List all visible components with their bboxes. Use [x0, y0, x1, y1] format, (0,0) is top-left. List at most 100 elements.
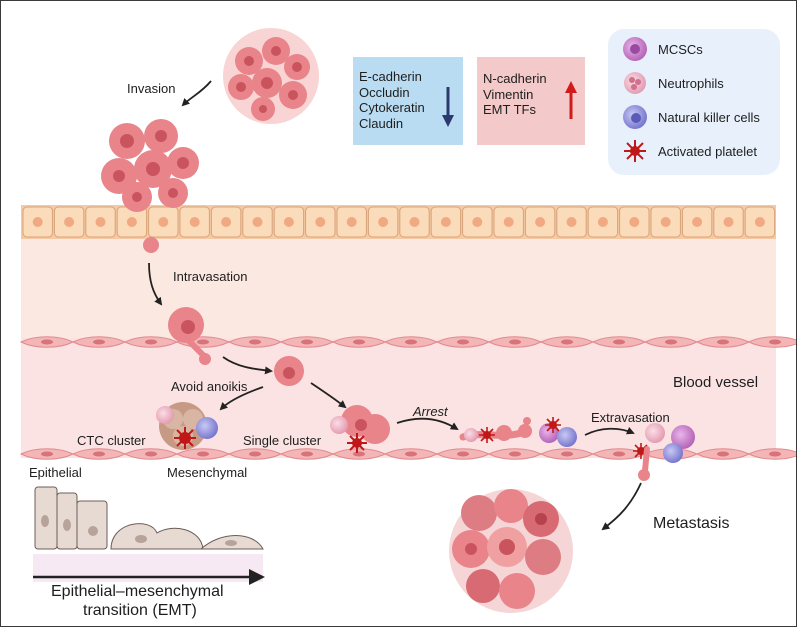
endothelial-nucleus	[353, 451, 365, 457]
invading-single-cell	[143, 237, 159, 253]
vessel-wall-bottom	[19, 448, 796, 460]
endothelial-nucleus	[561, 451, 573, 457]
neutrophil-icon	[156, 406, 174, 424]
epithelial-nucleus	[158, 217, 169, 227]
endothelial-nucleus	[717, 451, 729, 457]
blood-vessel-label: Blood vessel	[673, 374, 759, 391]
platelet-icon	[620, 137, 650, 165]
endothelial-nucleus	[769, 451, 781, 457]
endothelial-nucleus	[509, 339, 521, 345]
endothelial-nucleus	[717, 339, 729, 345]
invasion-label: Invasion	[127, 81, 176, 96]
emt-cell-transition	[34, 486, 264, 550]
up-arrow-icon	[565, 81, 577, 119]
endothelial-nucleus	[301, 339, 313, 345]
endothelial-nucleus	[301, 451, 313, 457]
nk-cell-icon	[620, 103, 650, 131]
epithelial-nucleus	[692, 217, 703, 227]
legend-label: Natural killer cells	[658, 109, 760, 125]
ctc-cluster	[156, 402, 218, 450]
primary-tumor-cluster	[223, 28, 319, 124]
down-marker: Claudin	[359, 115, 404, 131]
epithelial-nucleus	[440, 217, 451, 227]
epithelial-nucleus	[189, 217, 200, 227]
endothelial-nucleus	[457, 339, 469, 345]
single-cluster-label: Single cluster	[243, 433, 322, 448]
invading-cluster	[101, 119, 199, 212]
platelet-icon	[174, 427, 196, 449]
epithelial-nucleus	[503, 217, 514, 227]
epithelial-nucleus	[754, 217, 765, 227]
mesenchymal-label: Mesenchymal	[167, 465, 248, 480]
extravasation-label: Extravasation	[591, 410, 670, 425]
legend-label: Neutrophils	[658, 75, 724, 91]
emt-title-line1: Epithelial–mesenchymal	[51, 583, 224, 600]
legend-item-platelet: Activated platelet	[620, 137, 757, 165]
epithelial-nucleus	[221, 217, 232, 227]
epithelial-nucleus	[378, 217, 389, 227]
upregulated-markers-box: N-cadherin Vimentin EMT TFs	[477, 57, 585, 145]
endothelial-nucleus	[145, 339, 157, 345]
arrested-cells	[459, 417, 577, 447]
neutrophil-icon	[620, 69, 650, 97]
endothelial-nucleus	[769, 339, 781, 345]
epithelial-nucleus	[723, 217, 734, 227]
epithelial-nucleus	[315, 217, 326, 227]
upregulated-list: N-cadherin Vimentin EMT TFs	[483, 71, 547, 118]
endothelial-nucleus	[197, 339, 209, 345]
endothelial-nucleus	[405, 339, 417, 345]
up-marker: Vimentin	[483, 86, 534, 102]
nk-cell-icon	[196, 417, 218, 439]
arrest-label: Arrest	[413, 404, 448, 419]
down-marker: Cytokeratin	[359, 100, 425, 115]
epithelial-nucleus	[472, 217, 483, 227]
vessel-wall-top	[19, 336, 796, 348]
epithelial-nucleus	[566, 217, 577, 227]
epithelial-nucleus	[252, 217, 263, 227]
epithelial-nucleus	[32, 217, 43, 227]
intravasating-cell	[168, 307, 211, 365]
legend-item-nk-cells: Natural killer cells	[620, 103, 760, 131]
epithelial-label: Epithelial	[29, 465, 82, 480]
endothelial-nucleus	[561, 339, 573, 345]
endothelial-nucleus	[613, 339, 625, 345]
epithelial-nucleus	[535, 217, 546, 227]
endothelial-nucleus	[197, 451, 209, 457]
endothelial-nucleus	[457, 451, 469, 457]
single-cluster	[330, 405, 390, 453]
legend-panel: MCSCs Neutrophils Natural killer cells A…	[608, 29, 780, 175]
endothelial-nucleus	[41, 339, 53, 345]
flow-arrows	[148, 80, 642, 531]
intravasation-label: Intravasation	[173, 269, 248, 284]
epithelial-cell-layer	[21, 205, 776, 239]
epithelial-nucleus	[629, 217, 640, 227]
metastasis-label: Metastasis	[653, 515, 730, 532]
endothelial-nucleus	[405, 451, 417, 457]
mcsc-icon	[620, 35, 650, 63]
endothelial-nucleus	[93, 451, 105, 457]
epithelial-nucleus	[660, 217, 671, 227]
epithelial-nucleus	[64, 217, 75, 227]
downregulated-markers-box: E-cadherin Occludin Cytokeratin Claudin	[353, 57, 463, 145]
legend-item-neutrophils: Neutrophils	[620, 69, 724, 97]
epithelial-nucleus	[597, 217, 608, 227]
downregulated-list: E-cadherin Occludin Cytokeratin Claudin	[359, 69, 425, 131]
endothelial-nucleus	[41, 451, 53, 457]
legend-label: Activated platelet	[658, 143, 758, 159]
down-marker: Occludin	[359, 84, 410, 100]
tissue-stroma	[21, 238, 776, 338]
epithelial-nucleus	[126, 217, 137, 227]
endothelial-nucleus	[145, 451, 157, 457]
ctc-cluster-label: CTC cluster	[77, 433, 146, 448]
epithelial-nucleus	[346, 217, 357, 227]
endothelial-nucleus	[249, 339, 261, 345]
emt-title-line2: transition (EMT)	[83, 602, 197, 619]
endothelial-nucleus	[665, 339, 677, 345]
up-marker: EMT TFs	[483, 102, 536, 117]
circulating-tumor-cell	[274, 356, 304, 386]
extravasating-cells	[633, 423, 695, 481]
endothelial-nucleus	[353, 339, 365, 345]
legend-item-mcscs: MCSCs	[620, 35, 703, 63]
